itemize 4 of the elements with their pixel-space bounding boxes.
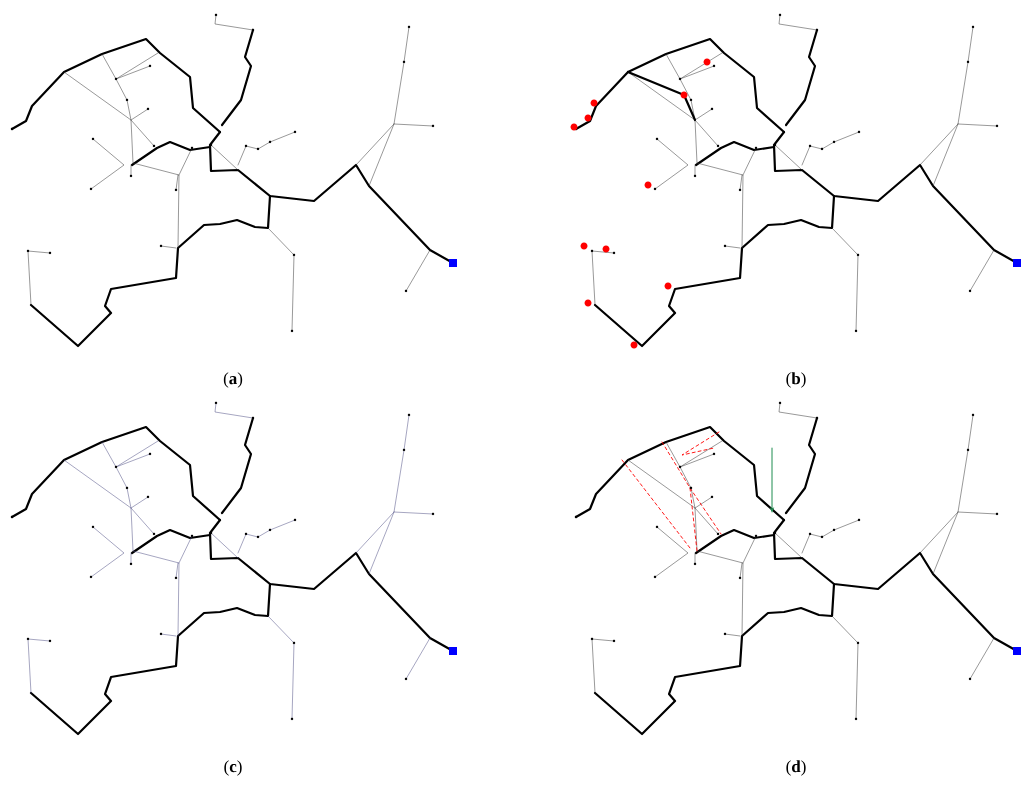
panel-label: (c)	[224, 760, 242, 776]
panel-label: (d)	[786, 760, 806, 776]
panel-label: (b)	[786, 372, 806, 388]
panel-label: (a)	[223, 372, 243, 388]
